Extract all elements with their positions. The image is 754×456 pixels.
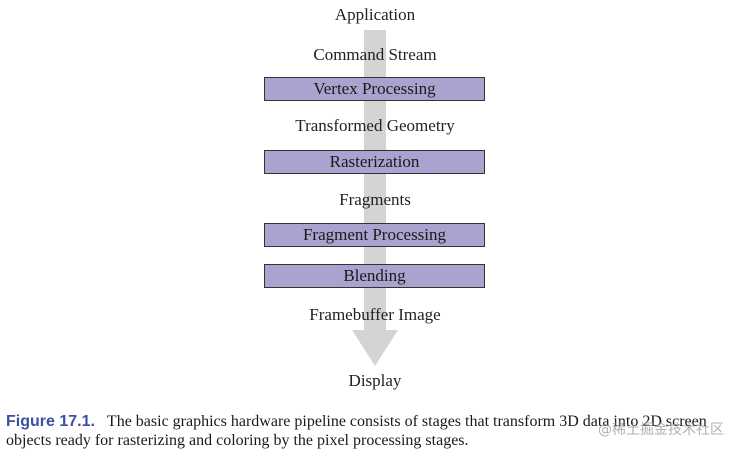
figure-caption: Figure 17.1.The basic graphics hardware …	[6, 412, 748, 450]
stage-fragment-processing: Fragment Processing	[264, 223, 485, 247]
framebuffer-image-label: Framebuffer Image	[309, 305, 441, 324]
stage-label: Blending	[343, 266, 406, 285]
stage-rasterization: Rasterization	[264, 150, 485, 174]
display-label: Display	[348, 371, 402, 390]
stage-label: Rasterization	[329, 152, 420, 171]
fragments-label: Fragments	[339, 190, 411, 209]
transformed-geometry-label: Transformed Geometry	[295, 116, 455, 135]
pipeline-arrow-shape	[352, 30, 398, 366]
caption-label: Figure 17.1.	[6, 413, 95, 430]
command-stream-label: Command Stream	[313, 45, 437, 64]
caption-text: The basic graphics hardware pipeline con…	[6, 413, 707, 449]
stage-label: Fragment Processing	[302, 225, 447, 244]
stage-label: Vertex Processing	[313, 79, 436, 98]
application-label: Application	[334, 5, 416, 24]
pipeline-arrow	[352, 30, 398, 366]
watermark: @稀土掘金技术社区	[598, 422, 724, 438]
stage-blending: Blending	[264, 264, 485, 288]
stage-vertex-processing: Vertex Processing	[264, 77, 485, 101]
